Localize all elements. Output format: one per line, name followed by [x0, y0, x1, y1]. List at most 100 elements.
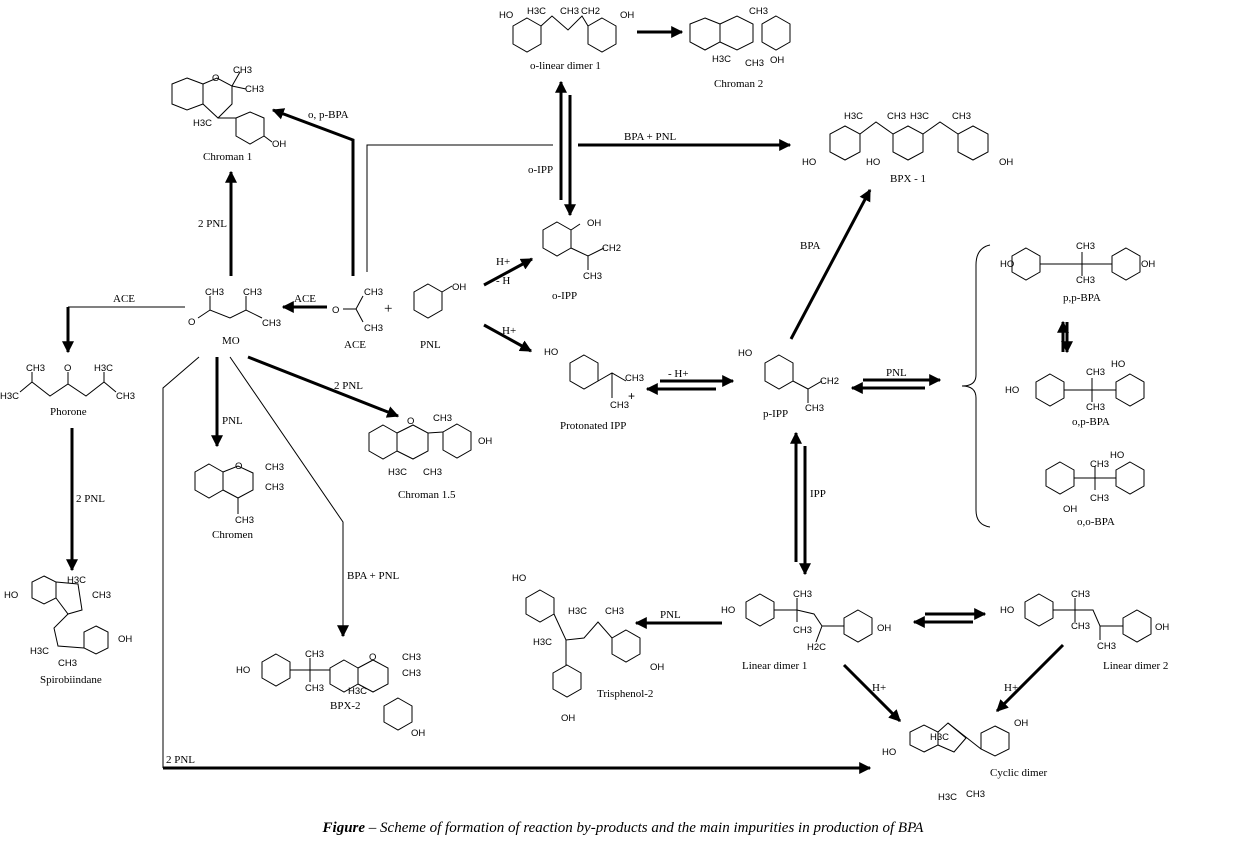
structure-linear-dimer-1: HO CH3 CH3 H2C OH Linear dimer 1 — [721, 589, 891, 672]
atom-h3c: H3C — [910, 111, 929, 122]
atom-ho: HO — [1000, 605, 1014, 616]
atom-h3c: H3C — [527, 6, 546, 17]
atom-ch3: CH3 — [805, 403, 824, 414]
atom-ch3: CH3 — [1090, 493, 1109, 504]
atom-ch3: CH3 — [1071, 621, 1090, 632]
label-bpx-2: BPX-2 — [330, 700, 361, 712]
atom-ch3: CH3 — [364, 287, 383, 298]
atom-ch3: CH3 — [1097, 641, 1116, 652]
atom-h3c: H3C — [193, 118, 212, 129]
structure-o-ipp: OH CH2 CH3 o-IPP — [542, 218, 621, 302]
atom-ch3: CH3 — [205, 287, 224, 298]
atom-ch3: CH3 — [235, 515, 254, 526]
label-chromen: Chromen — [212, 529, 253, 541]
atom-oh: OH — [999, 157, 1013, 168]
atom-ch3: CH3 — [749, 6, 768, 17]
connector-line — [229, 356, 344, 630]
reagent-bpa: BPA — [800, 240, 820, 252]
atom-ch3: CH3 — [433, 413, 452, 424]
atom-o: O — [235, 461, 242, 472]
atom-oh: OH — [118, 634, 132, 645]
atom-ch3: CH3 — [1076, 241, 1095, 252]
atom-ch3: CH3 — [583, 271, 602, 282]
atom-ch3: CH3 — [233, 65, 252, 76]
atom-h3c: H3C — [30, 646, 49, 657]
structure-protonated-ipp: HO CH3 CH3 + Protonated IPP — [544, 347, 644, 432]
atom-ho: HO — [738, 348, 752, 359]
atom-ho: HO — [1111, 359, 1125, 370]
reagent-bpa-pnl-bpx2: BPA + PNL — [347, 570, 400, 582]
atom-h3c: H3C — [930, 732, 949, 743]
atom-h3c: H3C — [533, 637, 552, 648]
atom-h3c: H3C — [67, 575, 86, 586]
atom-h3c: H3C — [94, 363, 113, 374]
structure-op-bpa: HO CH3 CH3 HO o,p-BPA — [1005, 359, 1145, 428]
atom-ch3: CH3 — [116, 391, 135, 402]
structure-bpx-2: HO CH3 CH3 O CH3 CH3 H3C OH BPX-2 — [236, 649, 425, 739]
reagent-minus-h-p: - H+ — [668, 368, 689, 380]
atom-ch3: CH3 — [966, 789, 985, 800]
atom-o: O — [212, 73, 219, 84]
structure-spirobiindane: HO H3C CH3 OH H3C CH3 Spirobiindane — [4, 575, 132, 686]
atom-ch3: CH3 — [305, 649, 324, 660]
structure-chroman-1-5: O CH3 OH H3C CH3 Chroman 1.5 — [368, 413, 492, 501]
reagent-h-plus: H+ — [496, 256, 510, 268]
atom-ch3: CH3 — [265, 482, 284, 493]
atom-o: O — [64, 363, 71, 374]
label-o-linear-dimer-1: o-linear dimer 1 — [530, 60, 601, 72]
atom-h3c: H3C — [568, 606, 587, 617]
atom-h3c: H3C — [0, 391, 19, 402]
atom-h3c: H3C — [844, 111, 863, 122]
label-chroman-2: Chroman 2 — [714, 78, 763, 90]
reagent-pnl-trisphenol: PNL — [660, 609, 681, 621]
structure-trisphenol-2: HO H3C CH3 H3C OH OH Trisphenol-2 — [512, 573, 664, 724]
reagent-op-bpa: o, p-BPA — [308, 109, 349, 121]
atom-ch3: CH3 — [1086, 367, 1105, 378]
atom-h2c: H2C — [807, 642, 826, 653]
reagent-h-ld2: H+ — [1004, 682, 1018, 694]
atom-ho: HO — [544, 347, 558, 358]
reagent-o-ipp: o-IPP — [528, 164, 553, 176]
atom-ho: HO — [236, 665, 250, 676]
label-cyclic-dimer: Cyclic dimer — [990, 767, 1047, 779]
label-mo: MO — [222, 335, 240, 347]
atom-ch3: CH3 — [265, 462, 284, 473]
reagent-2pnl-chroman15: 2 PNL — [334, 380, 363, 392]
atom-ch3: CH3 — [402, 652, 421, 663]
atom-oh: OH — [1014, 718, 1028, 729]
structure-ace: O CH3 CH3 ACE — [332, 287, 383, 351]
atom-ch2: CH2 — [581, 6, 600, 17]
atom-ho: HO — [1110, 450, 1124, 461]
atom-ch2: CH2 — [602, 243, 621, 254]
atom-ch3: CH3 — [1086, 402, 1105, 413]
atom-ch3: CH3 — [402, 668, 421, 679]
atom-ch3: CH3 — [1090, 459, 1109, 470]
label-ace: ACE — [344, 339, 366, 351]
atom-o: O — [332, 305, 339, 316]
reagent-minus-h: - H — [496, 275, 510, 287]
arrow-pnl-to-o-ipp — [483, 257, 534, 287]
atom-oh: OH — [1141, 259, 1155, 270]
structure-o-linear-dimer-1: HO H3C CH3 CH2 OH o-linear dimer 1 — [499, 6, 634, 72]
arrow-ld2-to-cyclic — [995, 643, 1065, 713]
atom-ch3: CH3 — [58, 658, 77, 669]
label-p-ipp: p-IPP — [763, 408, 788, 420]
atom-ho: HO — [1005, 385, 1019, 396]
atom-ch3: CH3 — [793, 589, 812, 600]
atom-ch3: CH3 — [1076, 275, 1095, 286]
atom-ho: HO — [512, 573, 526, 584]
atom-ch3: CH3 — [605, 606, 624, 617]
atom-ch2: CH2 — [820, 376, 839, 387]
atom-ho: HO — [499, 10, 513, 21]
figure-caption: Figure – Scheme of formation of reaction… — [0, 820, 1246, 837]
atom-plus: + — [628, 389, 635, 403]
atom-ch3: CH3 — [262, 318, 281, 329]
arrow-pnl-to-protonated-ipp — [483, 323, 533, 353]
structure-mo: CH3 CH3 CH3 O MO — [188, 287, 281, 347]
label-linear-dimer-1: Linear dimer 1 — [742, 660, 807, 672]
structure-pnl: OH PNL — [413, 282, 466, 351]
atom-ho: HO — [721, 605, 735, 616]
atom-h3c: H3C — [938, 792, 957, 803]
atom-h3c: H3C — [348, 686, 367, 697]
atom-ch3: CH3 — [364, 323, 383, 334]
